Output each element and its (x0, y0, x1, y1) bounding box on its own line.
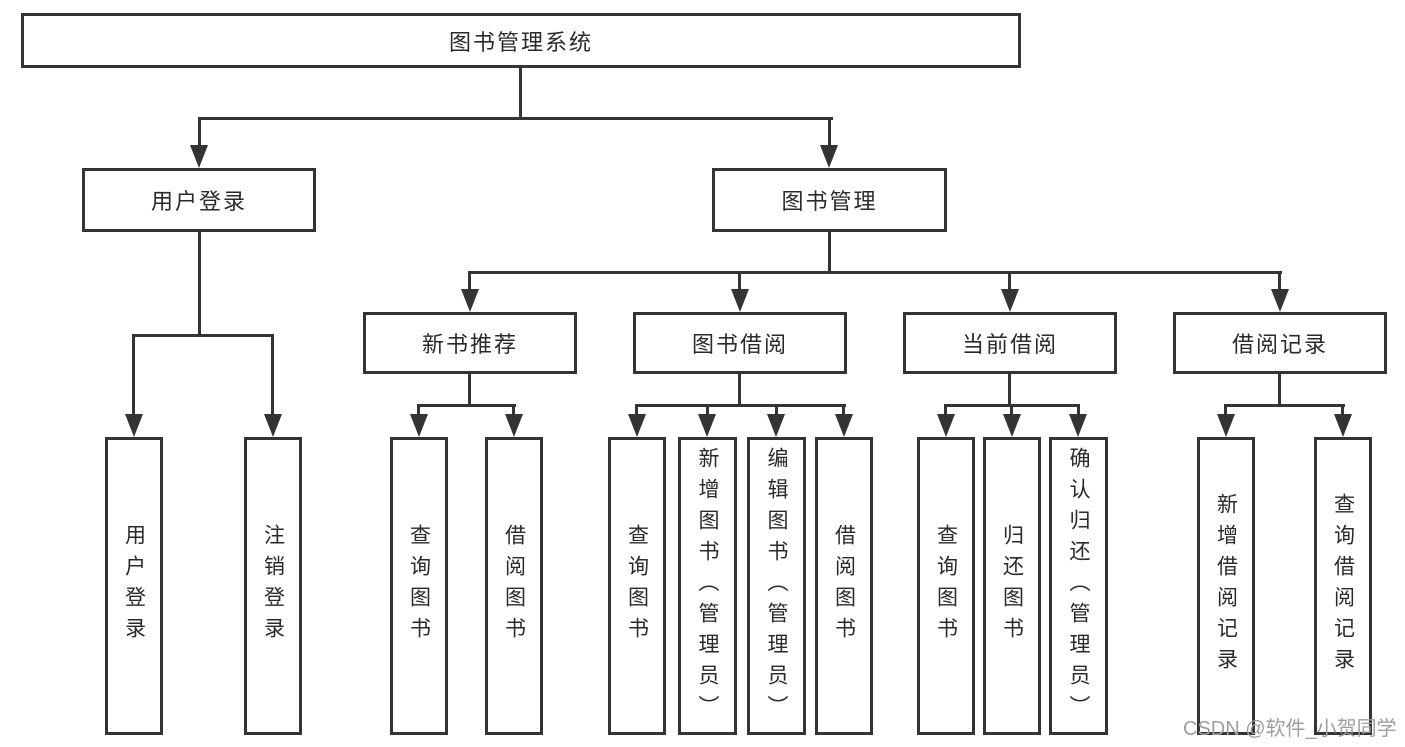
connector-line (775, 404, 778, 416)
node-label: 图书管理 (781, 189, 878, 214)
leaf-logout: 注销登录 (244, 437, 302, 735)
connector-line (842, 404, 845, 416)
arrow-down-icon (698, 414, 716, 437)
connector-line (519, 68, 522, 120)
leaf-br-add-record: 新增借阅记录 (1197, 437, 1255, 735)
node-book-management: 图书管理 (712, 168, 947, 232)
node-label: 当前借阅 (961, 332, 1058, 357)
node-label: 图书借阅 (691, 332, 788, 357)
node-label: 编辑图书（管理员） (765, 446, 788, 726)
arrow-down-icon (628, 414, 646, 437)
connector-line (1224, 404, 1227, 416)
node-label: 借阅图书 (832, 524, 856, 648)
arrow-down-icon (820, 145, 838, 168)
connector-line (944, 404, 947, 416)
node-label: 确认归还（管理员） (1067, 446, 1090, 726)
arrow-down-icon (731, 289, 749, 312)
csdn-watermark: CSDN @软件_小贺同学 (1183, 718, 1397, 740)
connector-line (468, 271, 471, 291)
arrow-down-icon (461, 289, 479, 312)
connector-line (271, 334, 274, 414)
arrow-down-icon (1271, 289, 1289, 312)
arrow-down-icon (937, 414, 955, 437)
node-label: 借阅图书 (502, 524, 526, 648)
connector-line (1010, 404, 1013, 416)
node-user-login: 用户登录 (82, 168, 316, 232)
connector-line (635, 404, 846, 407)
connector-line (1224, 404, 1345, 407)
arrow-down-icon (505, 414, 523, 437)
node-label: 用户登录 (122, 524, 146, 648)
leaf-bb-borrow-books: 借阅图书 (815, 437, 873, 735)
leaf-nb-borrow-books: 借阅图书 (485, 437, 543, 735)
connector-line (1341, 404, 1344, 416)
connector-line (132, 334, 274, 337)
connector-line (512, 404, 515, 416)
leaf-cb-confirm-return-admin: 确认归还（管理员） (1049, 437, 1108, 735)
leaf-br-query-record: 查询借阅记录 (1314, 437, 1372, 735)
connector-line (1278, 374, 1281, 407)
arrow-down-icon (1334, 414, 1352, 437)
connector-line (417, 404, 420, 416)
node-borrow-records: 借阅记录 (1173, 312, 1387, 374)
leaf-bb-add-books-admin: 新增图书（管理员） (678, 437, 737, 735)
leaf-nb-query-books: 查询图书 (390, 437, 448, 735)
arrow-down-icon (1001, 289, 1019, 312)
node-label: 查询借阅记录 (1331, 493, 1355, 679)
node-current-borrowing: 当前借阅 (903, 312, 1117, 374)
node-label: 归还图书 (1000, 524, 1024, 648)
connector-line (417, 404, 516, 407)
leaf-bb-query-books: 查询图书 (608, 437, 666, 735)
arrow-down-icon (1217, 414, 1235, 437)
arrow-down-icon (835, 414, 853, 437)
node-label: 图书管理系统 (448, 29, 593, 55)
node-label: 借阅记录 (1231, 332, 1328, 357)
leaf-bb-edit-books-admin: 编辑图书（管理员） (747, 437, 806, 735)
node-label: 用户登录 (150, 189, 247, 214)
connector-line (1077, 404, 1080, 416)
node-book-borrowing: 图书借阅 (633, 312, 847, 374)
leaf-cb-query-books: 查询图书 (917, 437, 975, 735)
connector-line (468, 271, 1282, 274)
node-label: 新增借阅记录 (1214, 493, 1238, 679)
arrow-down-icon (264, 414, 282, 437)
leaf-user-login: 用户登录 (105, 437, 163, 735)
node-label: 查询图书 (407, 524, 431, 648)
node-label: 查询图书 (625, 524, 649, 648)
connector-line (132, 334, 135, 414)
leaf-cb-return-books: 归还图书 (983, 437, 1041, 735)
node-label: 查询图书 (934, 524, 958, 648)
connector-line (738, 271, 741, 291)
arrow-down-icon (1003, 414, 1021, 437)
connector-line (706, 404, 709, 416)
connector-line (635, 404, 638, 416)
connector-line (1278, 271, 1281, 291)
node-label: 新增图书（管理员） (696, 446, 719, 726)
arrow-down-icon (767, 414, 785, 437)
arrow-down-icon (410, 414, 428, 437)
node-new-book-recommend: 新书推荐 (363, 312, 577, 374)
connector-line (828, 117, 831, 147)
node-label: 注销登录 (261, 524, 285, 648)
connector-line (198, 117, 833, 120)
arrow-down-icon (125, 414, 143, 437)
node-label: 新书推荐 (421, 332, 518, 357)
connector-line (1008, 374, 1011, 407)
connector-line (198, 117, 201, 147)
node-root: 图书管理系统 (21, 13, 1021, 68)
connector-line (738, 374, 741, 407)
arrow-down-icon (1069, 414, 1087, 437)
connector-line (828, 232, 831, 273)
arrow-down-icon (190, 145, 208, 168)
connector-line (1008, 271, 1011, 291)
connector-line (198, 232, 201, 337)
connector-line (468, 374, 471, 407)
